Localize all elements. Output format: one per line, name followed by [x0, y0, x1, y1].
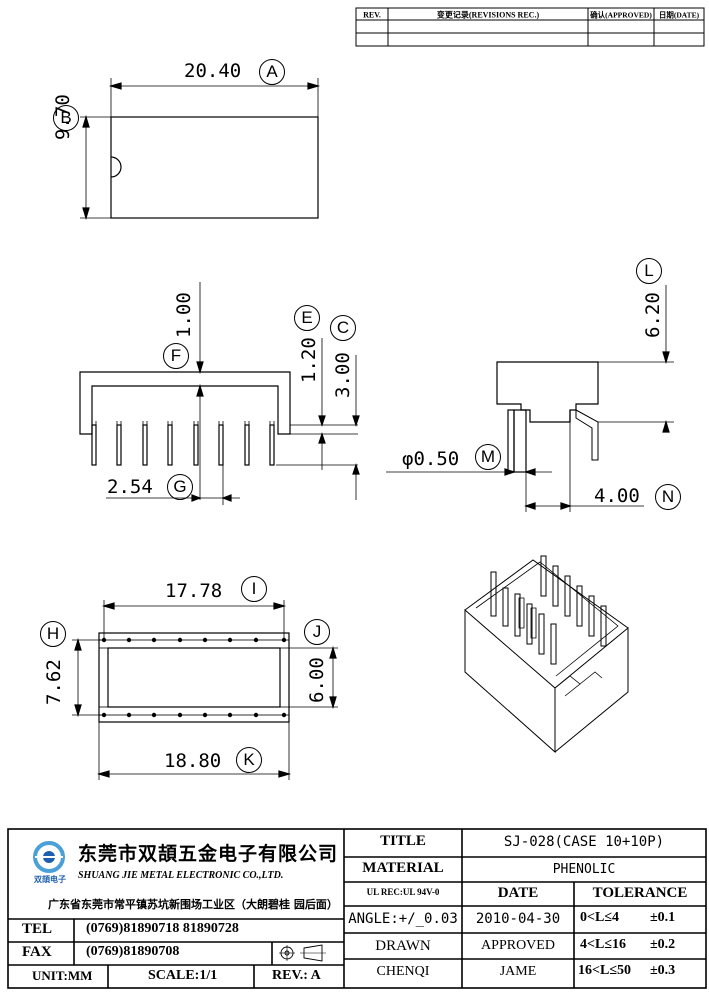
tol2-range: 4<L≤16: [580, 937, 626, 952]
material-label: MATERIAL: [362, 860, 444, 876]
dim-c-value: 3.00: [332, 352, 354, 398]
company-name-en: SHUANG JIE METAL ELECTRONIC CO.,LTD.: [78, 870, 284, 881]
approved-label: APPROVED: [481, 938, 555, 953]
date-value: 2010-04-30: [475, 911, 561, 927]
callout-g: G: [167, 474, 193, 500]
title-value: SJ-028(CASE 10+10P): [503, 834, 665, 850]
revisions-header: 变更记录(REVISIONS REC.): [437, 10, 540, 20]
callout-n: N: [655, 484, 681, 510]
callout-j: J: [304, 619, 330, 645]
tol1-value: ±0.1: [650, 910, 676, 925]
dim-f-value: 1.00: [173, 292, 195, 338]
fax-label: FAX: [22, 944, 52, 960]
callout-l: L: [636, 258, 662, 284]
date-header: 日期(DATE): [659, 10, 700, 20]
ul-label: UL REC:UL 94V-0: [366, 887, 440, 897]
scale-label: SCALE:1/1: [148, 968, 218, 983]
dim-l-value: 6.20: [642, 292, 664, 338]
angle-value: ANGLE:+/_0.03: [348, 911, 458, 927]
callout-c: C: [330, 315, 356, 341]
company-address: 广东省东莞市常平镇苏坑新围场工业区（大朗碧桂 园后面）: [48, 898, 338, 911]
tol2-value: ±0.2: [650, 937, 676, 952]
tol3-value: ±0.3: [650, 963, 676, 978]
callout-b: B: [53, 105, 79, 131]
dim-e-value: 1.20: [298, 337, 320, 383]
side-view: [386, 285, 674, 512]
drawn-label: DRAWN: [375, 938, 431, 954]
callout-i: I: [241, 576, 267, 602]
front-pins: [91, 421, 275, 466]
callout-k: K: [236, 747, 262, 773]
dim-n-value: 4.00: [594, 485, 640, 507]
title-block: [7, 828, 707, 989]
tolerance-label: TOLERANCE: [592, 885, 688, 901]
callout-e: E: [294, 305, 320, 331]
approved-value: JAME: [499, 964, 537, 979]
company-logo: [33, 841, 65, 873]
company-name-cn: 东莞市双頡五金电子有限公司: [78, 843, 339, 865]
tol3-range: 16<L≤50: [578, 963, 631, 978]
rev-header: REV.: [363, 11, 381, 20]
dim-m-value: φ0.50: [402, 448, 460, 470]
dim-a-value: 20.40: [184, 60, 242, 82]
iso-pins: [490, 555, 607, 665]
pin-holes: [101, 637, 287, 718]
tel-value: (0769)81890718 81890728: [86, 921, 239, 936]
callout-a: A: [259, 59, 285, 85]
date-label: DATE: [497, 885, 539, 901]
bottom-view: [72, 600, 338, 780]
dim-i-value: 17.78: [165, 580, 223, 602]
revision-table: REV. 变更记录(REVISIONS REC.) 确认(APPROVED) 日…: [355, 7, 705, 47]
drawn-value: CHENQI: [376, 964, 430, 979]
approved-header: 确认(APPROVED): [590, 10, 652, 20]
logo-text: 双頡电子: [34, 875, 66, 884]
rev-label: REV.: A: [272, 968, 321, 983]
isometric-view: [464, 555, 629, 754]
dim-g-value: 2.54: [107, 476, 153, 498]
material-value: PHENOLIC: [552, 862, 616, 877]
dim-k-value: 18.80: [164, 750, 222, 772]
callout-m: M: [475, 444, 501, 470]
tol1-range: 0<L≤4: [580, 910, 619, 925]
top-view: [80, 78, 321, 221]
tel-label: TEL: [22, 921, 53, 937]
dim-j-value: 6.00: [306, 657, 328, 703]
dim-h-value: 7.62: [43, 659, 65, 705]
fax-value: (0769)81890708: [86, 944, 180, 959]
unit-label: UNIT:MM: [32, 968, 93, 983]
callout-f: F: [163, 343, 189, 369]
title-label: TITLE: [380, 833, 426, 849]
callout-h: H: [40, 621, 66, 647]
